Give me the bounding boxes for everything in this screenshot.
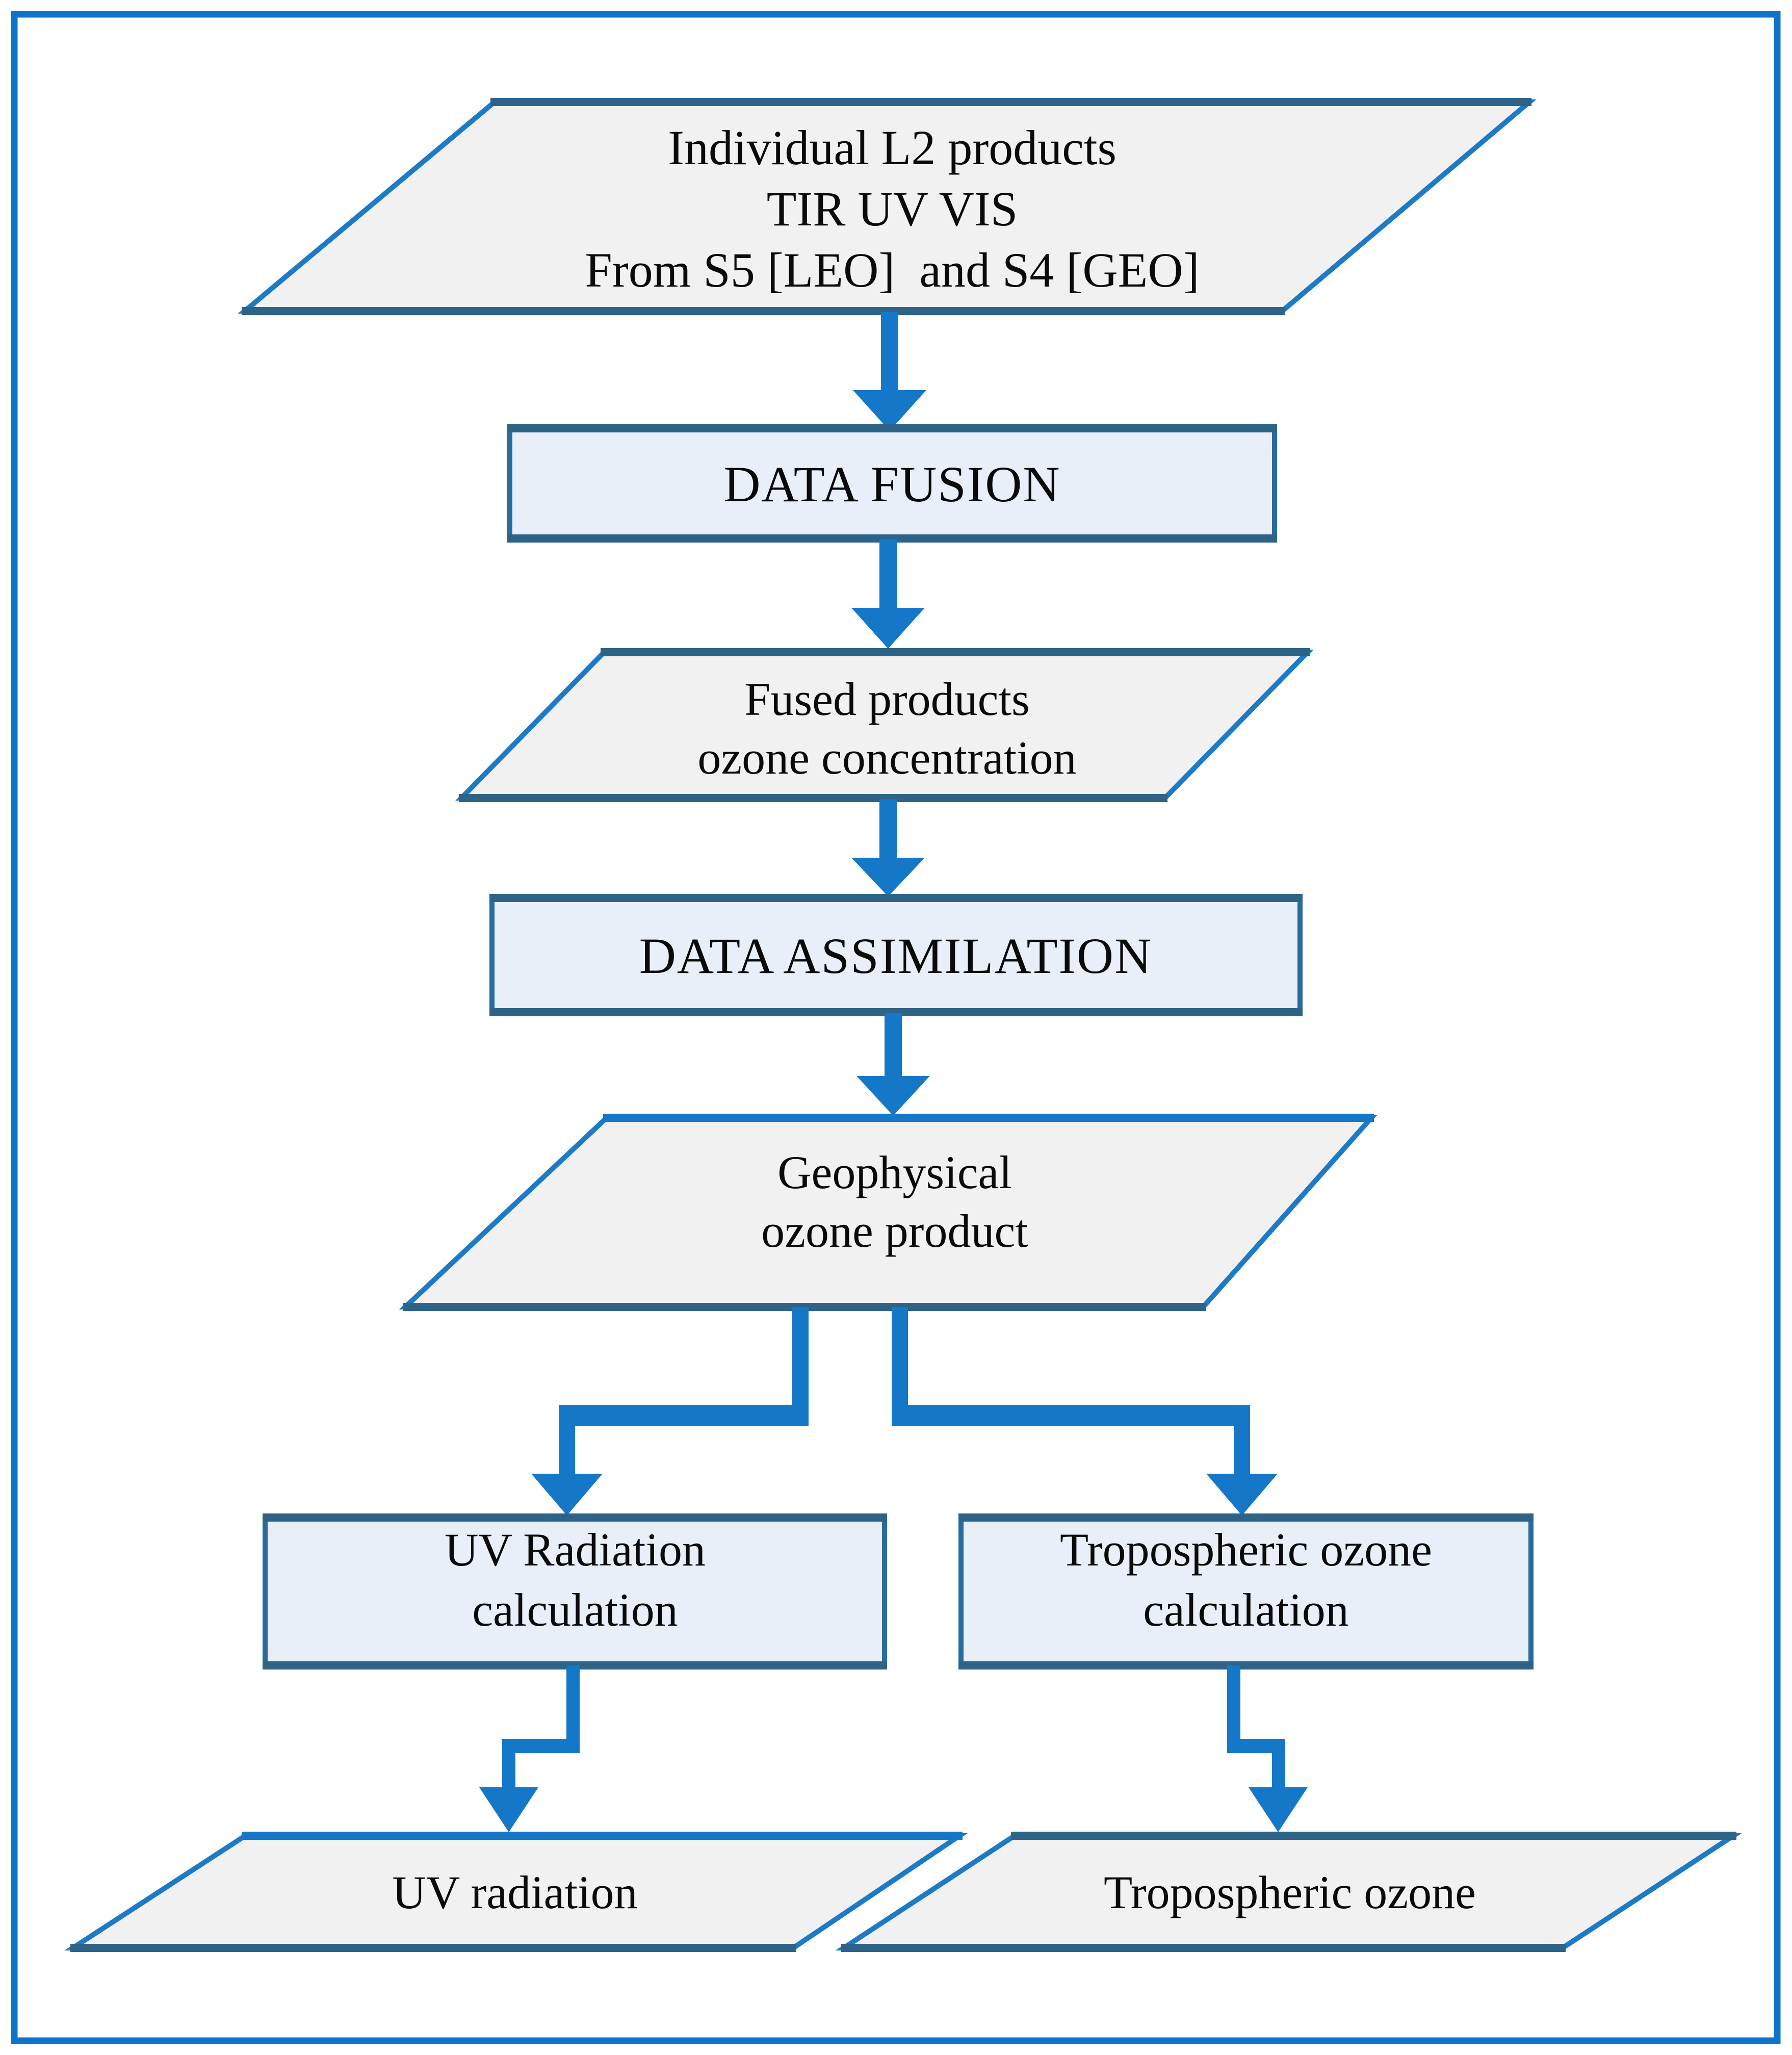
right-branch-elbow-bar (892, 1405, 1250, 1426)
right-branch-arrowhead (1206, 1474, 1278, 1515)
data-assimilation-label: DATA ASSIMILATION (639, 928, 1153, 984)
edge-fusion-to-fused-arrow (851, 540, 925, 649)
edge-geophysical-to-tropo-calc-arrow (892, 1307, 1278, 1515)
individual-products-line-1: Individual L2 products (668, 120, 1116, 175)
uv-radiation-label: UV radiation (392, 1866, 637, 1918)
left-branch-arrowhead (531, 1474, 603, 1515)
node-uv-calc: UV Radiation calculation (263, 1513, 887, 1669)
tropospheric-ozone-label: Tropospheric ozone (1104, 1866, 1476, 1918)
edge-geophysical-to-uv-calc-arrow (531, 1307, 809, 1515)
node-individual-products: Individual L2 products TIR UV VIS From S… (238, 98, 1537, 315)
edge-tropo-calc-to-tropo-ozone-arrow (1227, 1665, 1308, 1832)
node-geophysical-ozone: Geophysical ozone product (399, 1114, 1378, 1311)
tropo-zigzag-bar (1227, 1739, 1285, 1753)
edge-fused-to-assimilation-arrow (851, 799, 925, 896)
node-data-assimilation: DATA ASSIMILATION (489, 894, 1303, 1016)
edge-products-to-fusion-arrow (853, 312, 926, 431)
edge-uv-calc-to-uv-radiation-arrow (479, 1665, 580, 1832)
uv-calc-line-1: UV Radiation (445, 1524, 706, 1576)
node-data-fusion: DATA FUSION (507, 424, 1277, 543)
data-assimilation-shape (489, 895, 1303, 1015)
individual-products-line-3: From S5 [LEO] and S4 [GEO] (585, 243, 1199, 297)
node-tropo-calc: Tropospheric ozone calculation (958, 1513, 1534, 1669)
tropo-calc-line-2: calculation (1143, 1584, 1349, 1636)
individual-products-line-2: TIR UV VIS (767, 182, 1018, 236)
uv-zigzag-bar (502, 1739, 580, 1753)
uv-calc-line-2: calculation (472, 1584, 678, 1636)
tropo-zigzag-arrowhead (1249, 1787, 1308, 1832)
figure-frame (11, 11, 1781, 2044)
right-branch-shaft (1234, 1426, 1250, 1475)
fused-products-line-1: Fused products (744, 673, 1030, 725)
tropo-calc-line-1: Tropospheric ozone (1060, 1524, 1432, 1576)
geophysical-ozone-line-2: ozone product (761, 1205, 1028, 1257)
geophysical-ozone-line-1: Geophysical (777, 1146, 1012, 1198)
node-fused-products: Fused products ozone concentration (455, 648, 1314, 802)
edge-assimilation-to-geophysical-arrow (856, 1013, 930, 1116)
left-branch-shaft (559, 1426, 575, 1475)
left-branch-elbow-bar (559, 1405, 809, 1426)
tropo-zigzag-lower (1272, 1753, 1285, 1787)
node-tropospheric-ozone: Tropospheric ozone (835, 1832, 1742, 1952)
node-uv-radiation: UV radiation (64, 1832, 968, 1952)
tropo-zigzag-upper (1227, 1665, 1240, 1753)
data-fusion-label: DATA FUSION (723, 456, 1060, 512)
uv-zigzag-upper (566, 1665, 580, 1753)
fused-products-line-2: ozone concentration (697, 732, 1076, 784)
uv-zigzag-lower (502, 1753, 515, 1787)
uv-zigzag-arrowhead (479, 1787, 538, 1832)
